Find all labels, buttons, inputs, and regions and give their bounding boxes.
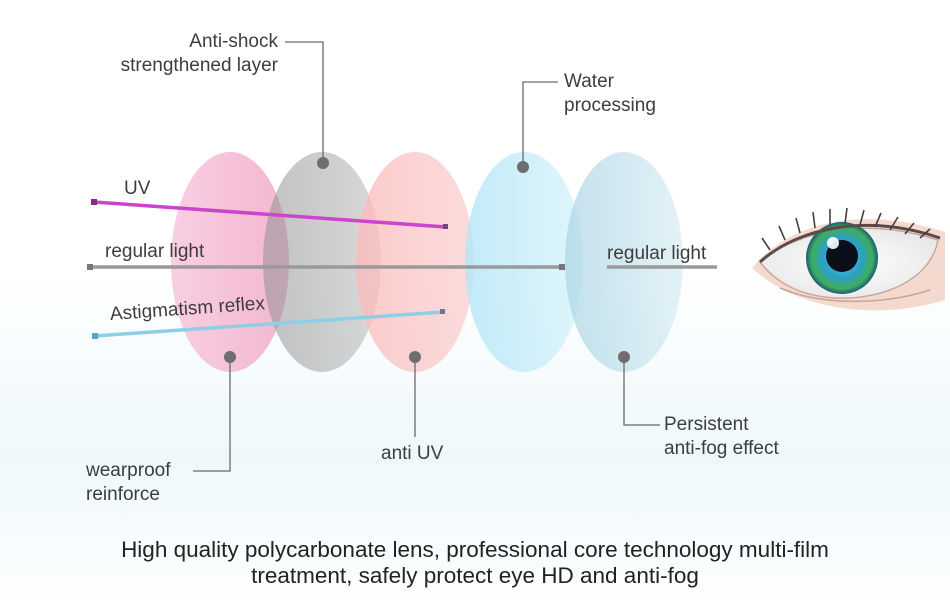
regular-light-ray-start — [87, 264, 93, 270]
uv-ray-end — [443, 224, 448, 229]
blue-lens — [565, 152, 683, 372]
caption: High quality polycarbonate lens, profess… — [0, 537, 950, 589]
caption-line-1: High quality polycarbonate lens, profess… — [121, 537, 829, 562]
antifog-dot — [618, 351, 630, 363]
uv-ray — [93, 200, 447, 229]
salmon-lens — [356, 152, 474, 372]
water-processing-label: Water processing — [564, 71, 656, 116]
uv-label: UV — [124, 178, 151, 199]
anti-shock-dot — [317, 157, 329, 169]
wearproof-leader — [193, 357, 231, 472]
astigmatism-ray-start — [92, 333, 98, 339]
regular-light-ray-end — [559, 264, 565, 270]
anti-shock-label: Anti-shock strengthened layer — [120, 31, 278, 76]
regular-light-out-label: regular light — [607, 243, 707, 264]
water-dot — [517, 161, 529, 173]
uv-ray-start — [91, 199, 97, 205]
antifog-leader — [623, 357, 660, 426]
caption-line-2: treatment, safely protect eye HD and ant… — [251, 563, 699, 588]
pink-lens — [171, 152, 289, 372]
antifog-label: Persistent anti-fog effect — [664, 414, 779, 459]
anti-uv-dot — [409, 351, 421, 363]
regular-light-in-label: regular light — [105, 241, 205, 262]
wearproof-label: wearproof reinforce — [86, 460, 171, 505]
aqua-lens — [465, 152, 583, 372]
anti-shock-leader — [285, 41, 324, 163]
astigmatism-ray-end — [440, 309, 445, 314]
water-leader — [522, 81, 558, 167]
eye-illustration — [752, 207, 945, 311]
astigmatism-ray — [93, 310, 444, 338]
wearproof-dot — [224, 351, 236, 363]
anti-uv-label: anti UV — [381, 443, 444, 464]
